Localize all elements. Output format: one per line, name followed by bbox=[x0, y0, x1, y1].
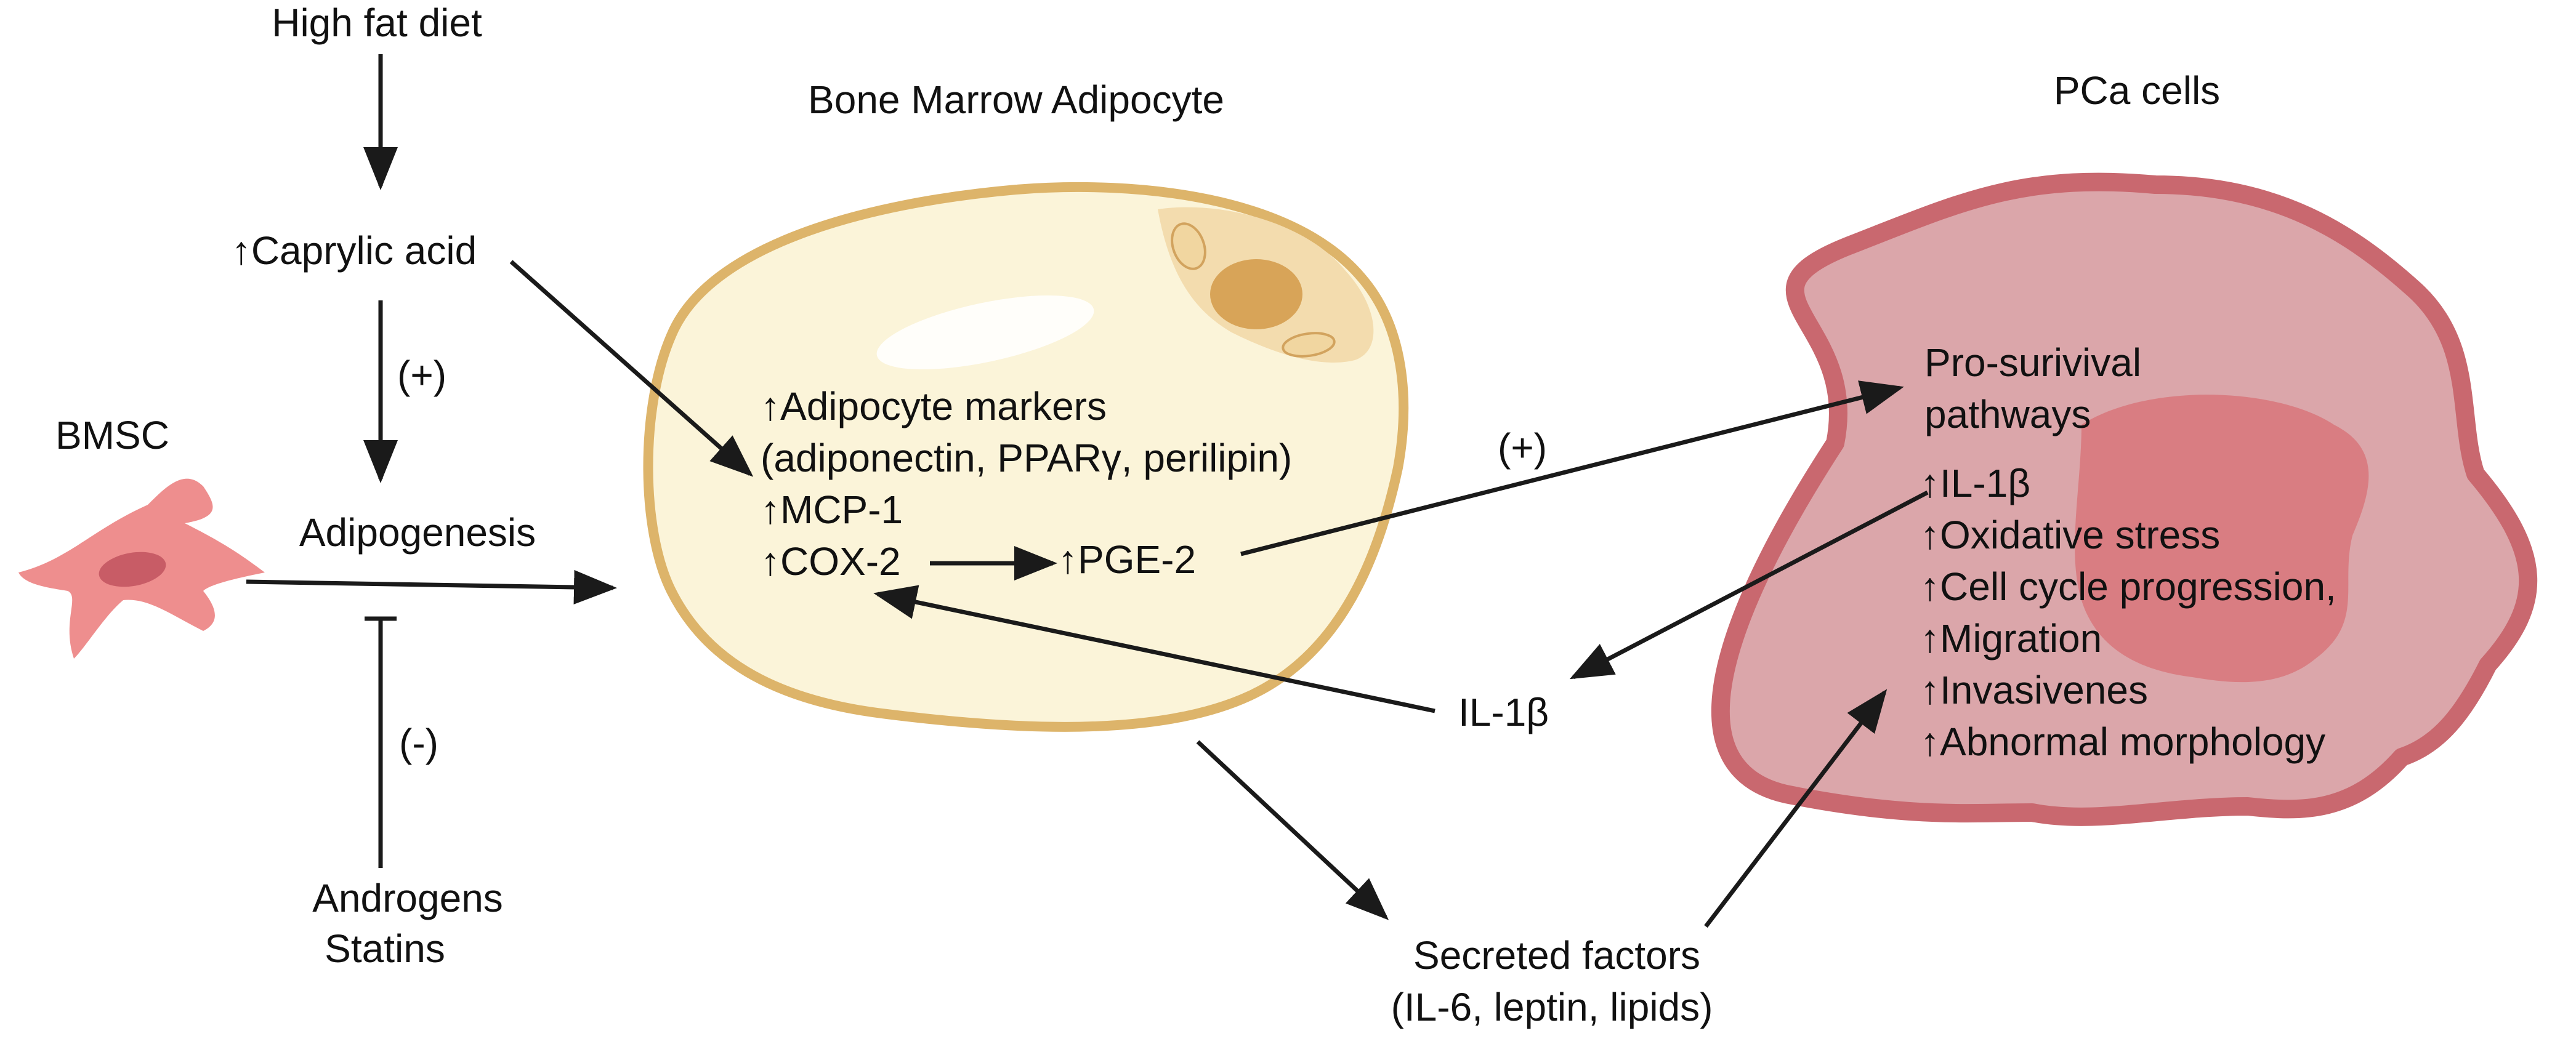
arrow-adipocyte-to-secreted bbox=[1196, 740, 1389, 920]
statins-label: Statins bbox=[325, 926, 445, 971]
secreted-factors-label: Secreted factors bbox=[1413, 933, 1700, 978]
adipocyte-markers-line: ↑Adipocyte markers bbox=[761, 384, 1107, 428]
mitochondria-icon bbox=[1171, 222, 1336, 358]
pca-effect-migration: ↑Migration bbox=[1920, 616, 2102, 661]
arrows bbox=[246, 54, 1929, 928]
prosurvival-line-2: pathways bbox=[1924, 392, 2091, 436]
pca-effects-list: ↑IL-1β ↑Oxidative stress ↑Cell cycle pro… bbox=[1920, 457, 2336, 768]
pca-cell bbox=[1711, 172, 2538, 826]
adipocyte-nucleus bbox=[1210, 259, 1302, 329]
caprylic-acid-label: ↑Caprylic acid bbox=[231, 228, 477, 273]
minus-sign: (-) bbox=[399, 721, 438, 765]
pge2-label: ↑PGE-2 bbox=[1058, 537, 1197, 582]
arrow-caprylic-to-adipocyte bbox=[509, 260, 754, 477]
androgens-label: Androgens bbox=[312, 876, 503, 920]
adipocyte-title: Bone Marrow Adipocyte bbox=[808, 78, 1224, 122]
high-fat-diet-label: High fat diet bbox=[272, 1, 482, 45]
plus-sign-middle: (+) bbox=[1498, 425, 1547, 470]
adipocyte-markers-list: ↑Adipocyte markers (adiponectin, PPARγ, … bbox=[761, 380, 1292, 587]
pca-title: PCa cells bbox=[2053, 68, 2221, 113]
cox2-line: ↑COX-2 bbox=[761, 539, 901, 584]
arrow-bmsc-to-adipocyte bbox=[246, 569, 617, 604]
pca-effect-cell-cycle: ↑Cell cycle progression, bbox=[1920, 564, 2336, 609]
pca-effect-invasiveness: ↑Invasivenes bbox=[1920, 668, 2148, 712]
prosurvival-label: Pro-surivival pathways bbox=[1924, 337, 2141, 440]
arrow-pca-to-il1b bbox=[1569, 490, 1929, 680]
adipocyte-markers-detail-line: (adiponectin, PPARγ, perilipin) bbox=[761, 436, 1293, 480]
prosurvival-line-1: Pro-surivival bbox=[1924, 340, 2142, 385]
plus-sign-left: (+) bbox=[397, 353, 446, 397]
arrow-pge2-to-prosurvival bbox=[1240, 380, 1904, 556]
arrow-il1b-to-cox2 bbox=[873, 585, 1435, 713]
pca-effect-morphology: ↑Abnormal morphology bbox=[1920, 720, 2326, 764]
adipogenesis-label: Adipogenesis bbox=[299, 510, 536, 555]
pca-effect-il1b: ↑IL-1β bbox=[1920, 461, 2031, 505]
arrow-secreted-to-pca bbox=[1704, 689, 1888, 928]
pca-nucleus bbox=[2075, 395, 2369, 683]
adipocyte-highlight bbox=[876, 295, 1094, 370]
bmsc-nucleus bbox=[99, 552, 166, 587]
bmsc-label: BMSC bbox=[55, 413, 169, 457]
mcp1-line: ↑MCP-1 bbox=[761, 488, 903, 532]
pca-effect-oxidative-stress: ↑Oxidative stress bbox=[1920, 513, 2221, 557]
bmsc-cell bbox=[18, 478, 265, 659]
il1b-label: IL-1β bbox=[1458, 690, 1549, 734]
adipocyte-body bbox=[643, 182, 1409, 732]
secreted-factors-detail: (IL-6, leptin, lipids) bbox=[1391, 985, 1713, 1029]
adipocyte-cell bbox=[643, 182, 1409, 732]
